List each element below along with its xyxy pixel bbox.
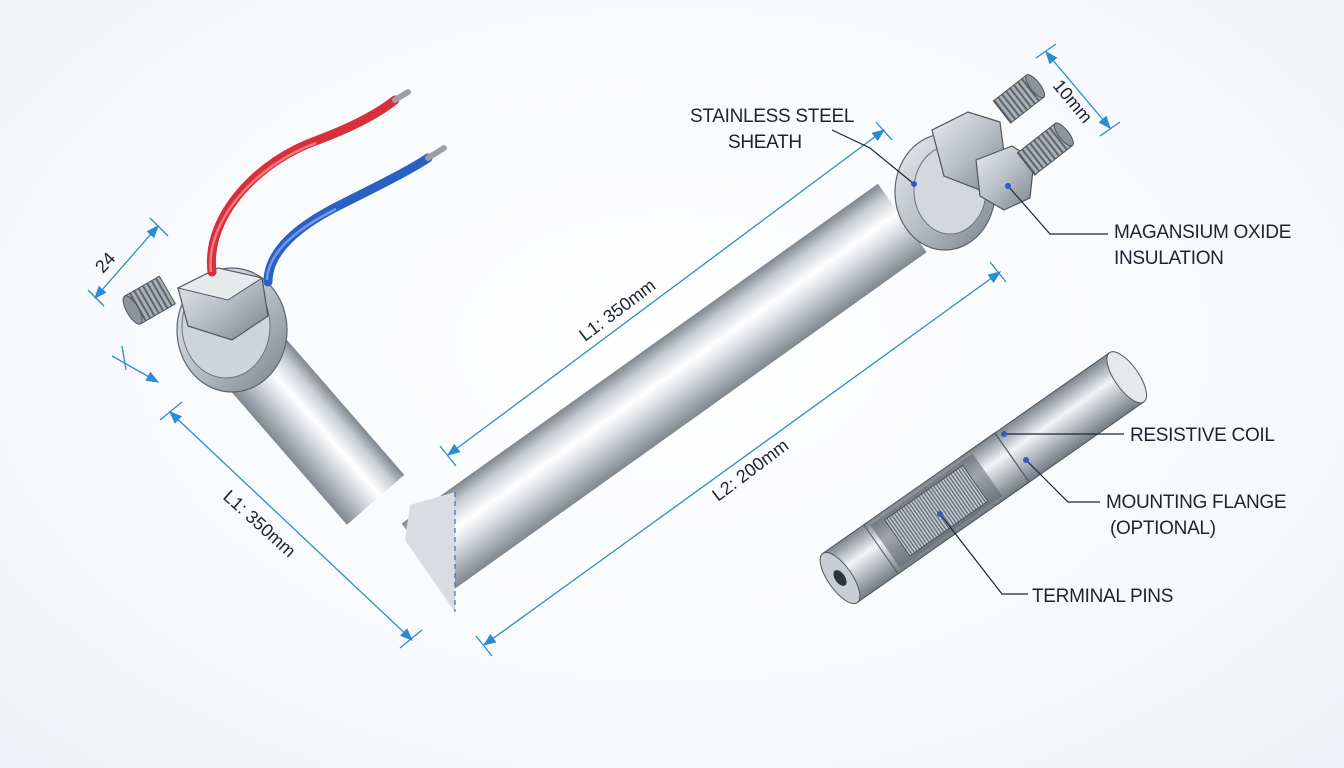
callout-sheath: STAINLESS STEEL SHEATH <box>690 106 858 153</box>
callout-insulation-line1: MAGANSIUM OXIDE <box>1114 222 1291 243</box>
callout-sheath-line2: SHEATH <box>728 132 802 153</box>
callout-insulation-line2: INSULATION <box>1114 248 1224 269</box>
tube-bend <box>405 492 455 612</box>
red-wire <box>206 95 400 277</box>
callout-coil: RESISTIVE COIL <box>1130 425 1275 446</box>
left-fitting <box>122 267 288 393</box>
callout-sheath-line1: STAINLESS STEEL <box>690 106 854 127</box>
callout-pins: TERMINAL PINS <box>1032 586 1173 607</box>
dimension-lines <box>87 43 1121 657</box>
dim-thread-dia: 24 <box>91 248 119 276</box>
callout-insulation: MAGANSIUM OXIDE INSULATION <box>1114 222 1296 269</box>
callout-flange-line1: MOUNTING FLANGE <box>1106 492 1286 513</box>
dim-lower-leg-right: L2: 200mm <box>708 435 792 505</box>
wire-tips <box>392 89 447 161</box>
leader-lines <box>831 129 1124 595</box>
callout-flange-line2: (OPTIONAL) <box>1110 518 1216 539</box>
callout-flange: MOUNTING FLANGE (OPTIONAL) <box>1106 492 1291 539</box>
blue-wire <box>263 153 433 287</box>
right-fitting <box>894 74 1074 251</box>
dim-upper-leg: L1: 350mm <box>575 275 659 345</box>
tube-right-leg <box>401 183 927 592</box>
